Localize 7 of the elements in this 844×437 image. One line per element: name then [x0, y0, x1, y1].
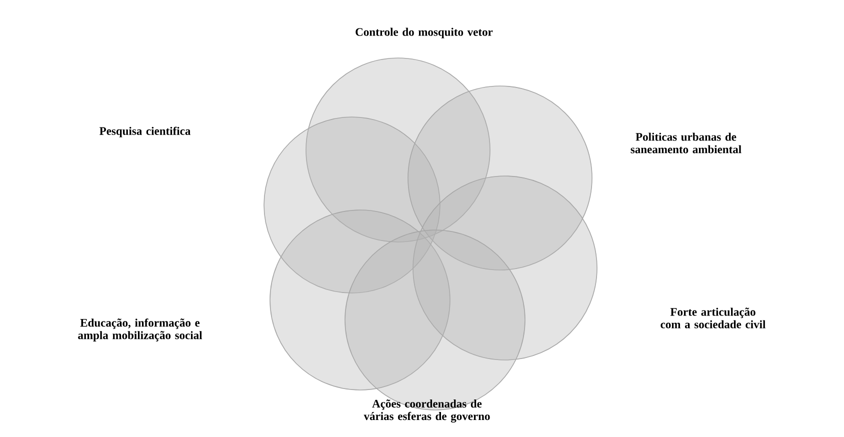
circle-label: Forte articulação com a sociedade civil [660, 308, 766, 328]
circle-label: Educação, informação e ampla mobilização social [78, 318, 202, 342]
circle-label: Pesquisa cientifica [100, 126, 190, 138]
circle-label: Politicas urbanas de saneamento ambiental [630, 132, 742, 154]
circle-label: Controle do mosquito vetor [356, 28, 493, 38]
circle-label: Ações coordenadas de várias esferas de governo [364, 399, 490, 423]
circle [344, 230, 526, 410]
